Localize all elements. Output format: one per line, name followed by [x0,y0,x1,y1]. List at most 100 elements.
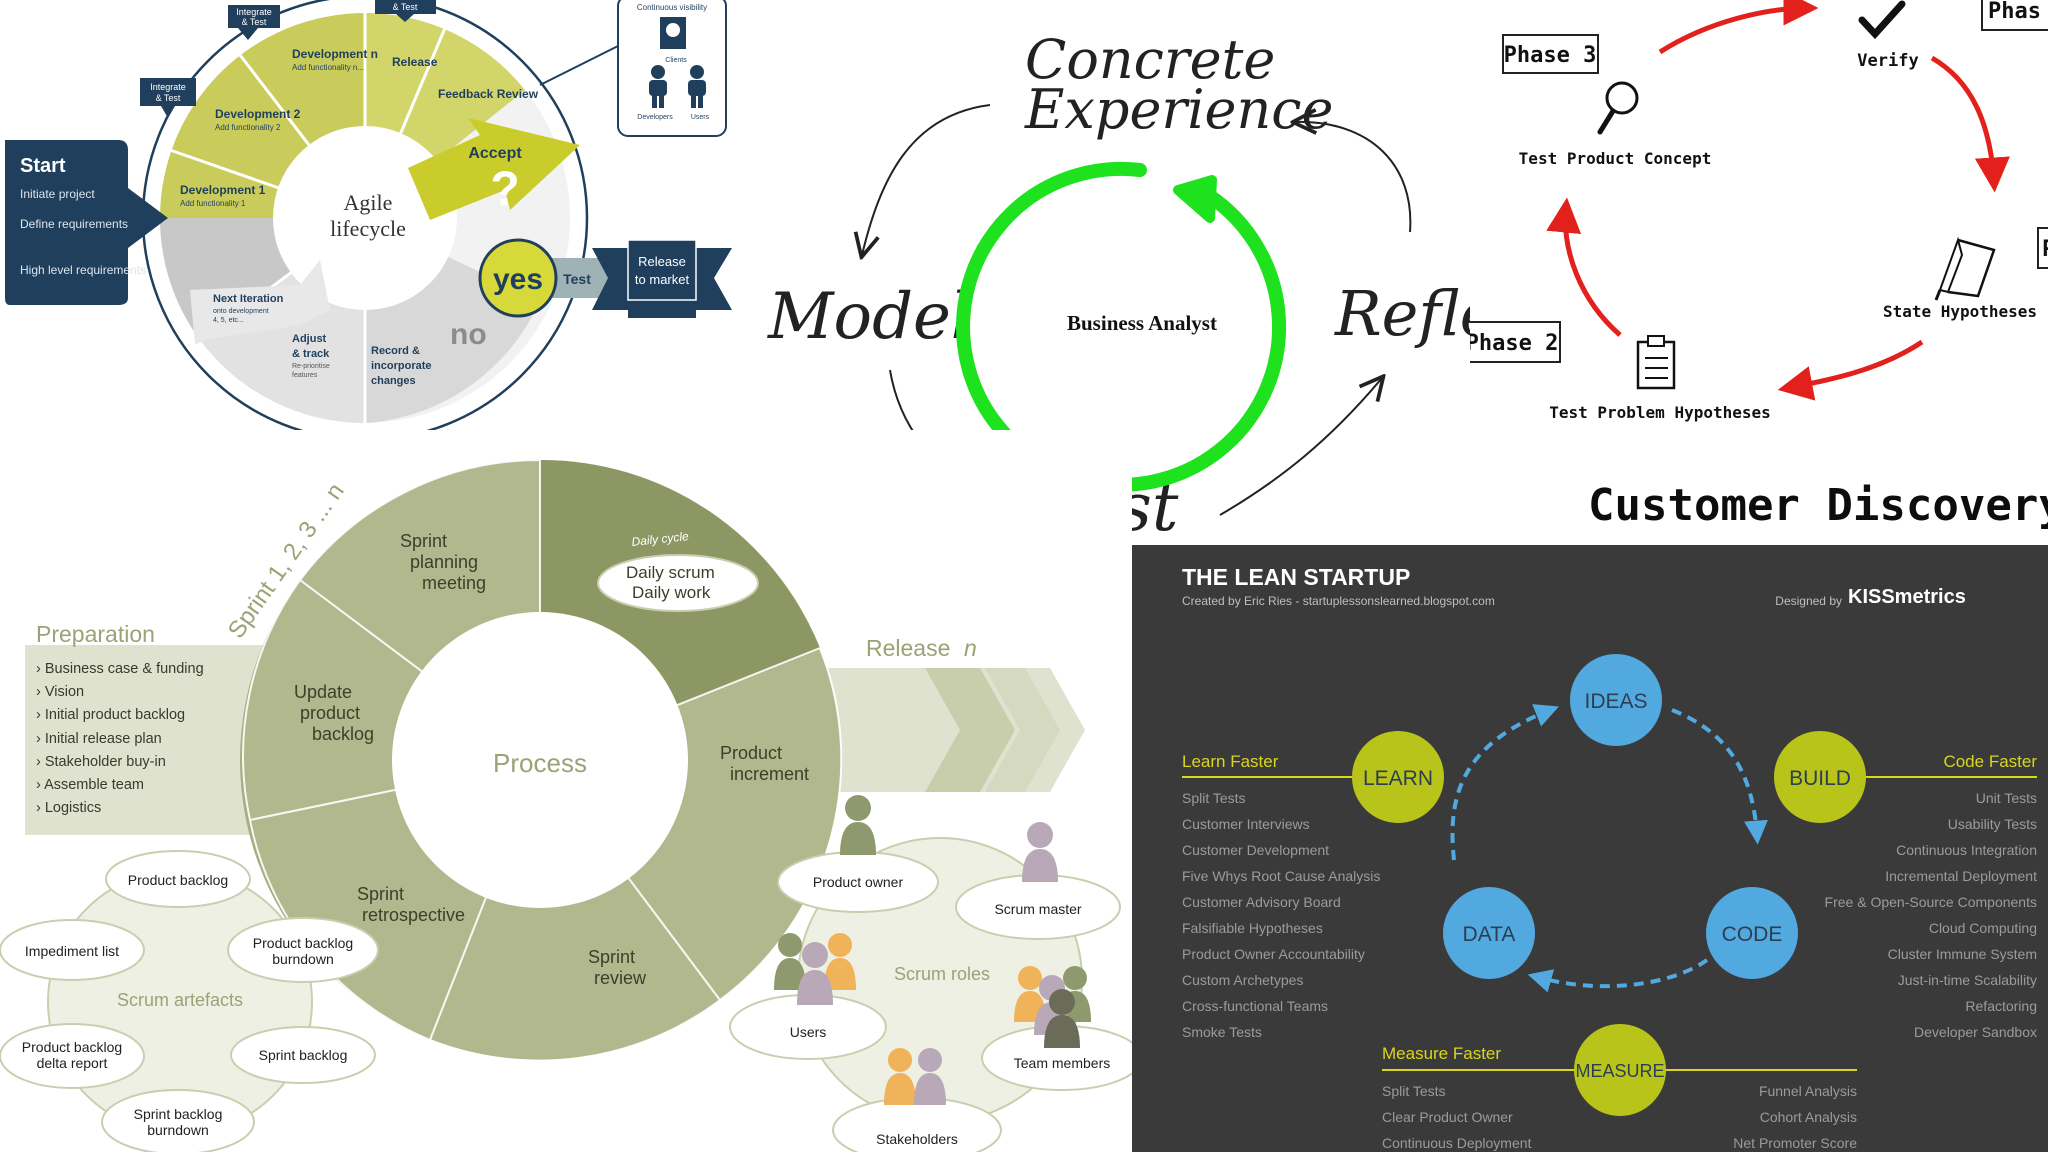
agile-title-line2: lifecycle [330,216,406,241]
dev-2-label: Development 2 [215,107,301,121]
customer-discovery-diagram: Phase 3 Phase 2 Phas P Verify Test Produ… [1470,0,2048,531]
integrate-badge-3 [375,0,436,22]
release-market-line1: Release [638,254,686,269]
artefact-pb-burndown-1: Product backlog [253,935,353,951]
measure-item: Funnel Analysis [1758,1083,1857,1099]
phase-edge-label: P [2042,237,2048,262]
step-increment-1: Product [720,743,782,763]
step-planning-1: Sprint [400,531,447,551]
daily-bubble [597,554,759,612]
learn-item: Product Owner Accountability [1182,946,1365,962]
code-item: Developer Sandbox [1914,1024,2037,1040]
process-label: Process [493,748,587,778]
measure-label: MEASURE [1575,1061,1664,1081]
feedback-label: Feedback Review [438,87,539,101]
process-center [392,612,688,908]
team-members-icon [1014,966,1091,1048]
dev-n-label: Development n [292,47,378,61]
check-icon [1858,0,1906,40]
kissmetrics-brand: KISSmetrics [1848,586,1966,608]
designed-by-label: Designed by [1775,594,1842,608]
code-faster-list: Unit Tests Usability Tests Continuous In… [1777,785,2037,1045]
arrow-code-data [1527,958,1709,993]
prep-item: Initial product backlog [36,704,204,727]
role-product-owner: Product owner [813,874,904,890]
code-item: Usability Tests [1947,816,2037,832]
next-iteration-sub2: 4, 5, etc... [213,317,244,324]
measure-item: Continuous Deployment [1382,1135,1532,1151]
integrate-2-line1: Integrate [150,82,186,92]
arrow-concept-verify [1658,0,1819,55]
step-update-2: product [300,703,360,723]
arrow-problem-concept [1546,197,1622,337]
magnifier-icon [1597,81,1639,135]
integrate-1-line2: & Test [242,17,267,27]
learn-item: Five Whys Root Cause Analysis [1182,868,1381,884]
prep-item: Vision [36,681,204,704]
prep-item: Logistics [36,797,204,820]
step-retro-1: Sprint [357,884,404,904]
integrate-2-line2: & Test [156,93,181,103]
yes-label: yes [493,263,543,296]
dev-2-sub: Add functionality 2 [215,123,281,132]
yes-circle [478,238,558,318]
record-label3: changes [371,375,416,387]
learn-faster-title: Learn Faster [1182,752,1279,771]
accept-arrow [408,118,580,220]
code-item: Incremental Deployment [1885,868,2037,884]
preparation-title: Preparation [36,621,155,647]
release-segment-label: Release [392,55,438,69]
agile-lifecycle-panel: Agile lifecycle Accept ? Development n A… [0,0,740,430]
code-item: Unit Tests [1975,790,2037,806]
learn-item: Customer Interviews [1182,816,1310,832]
code-item: Free & Open-Source Components [1824,894,2037,910]
arrow-data-ideas [1450,704,1559,861]
artefact-bubble-6 [101,1089,255,1152]
learn-item: Custom Archetypes [1182,972,1304,988]
dev-n-sub: Add functionality n... [292,63,364,72]
artefact-sb-burndown-1: Sprint backlog [134,1106,223,1122]
release-box [627,239,697,301]
measure-right-list: Funnel Analysis Cohort Analysis Net Prom… [1677,1078,1857,1152]
integrate-3-line2: & Test [393,2,418,12]
artefacts-title: Scrum artefacts [117,990,243,1010]
prep-item: Business case & funding [36,658,204,681]
dev-1-label: Development 1 [180,183,266,197]
step-review-2: review [594,968,647,988]
phase3-box [1502,34,1599,74]
phase-edge-box [2037,227,2048,269]
role-scrum-master: Scrum master [994,901,1081,917]
arrow-experience-model [862,104,991,255]
artefact-sprint-backlog: Sprint backlog [259,1047,348,1063]
integrate-badge-1 [228,5,280,40]
release-chevron-1 [925,668,1015,792]
experience-label: Experience [1024,78,1333,141]
users-icon [774,933,856,1005]
adjust-label: Adjust [292,333,327,345]
start-item-3: High level requirements [20,263,146,277]
visibility-label: Continuous visibility [637,3,707,12]
role-stakeholders: Stakeholders [876,1131,958,1147]
measure-faster-title: Measure Faster [1382,1044,1501,1063]
data-label: DATA [1463,923,1516,946]
accept-label: Accept [468,145,522,162]
roles-title: Scrum roles [894,964,990,984]
analyst-ring-arrowhead [1173,175,1217,223]
learn-node [1352,731,1444,823]
step-planning-2: planning [410,552,478,572]
start-box [5,140,168,305]
release-market-line2: to market [635,272,690,287]
code-label: CODE [1722,923,1783,946]
release-chevron-2 [985,668,1060,792]
developers-label: Developers [637,114,673,121]
learn-label: LEARN [1363,767,1433,790]
scrum-master-icon [1022,822,1058,882]
prep-item: Initial release plan [36,728,204,751]
business-analyst-label: Business Analyst [1067,311,1217,335]
customer-discovery-title: Customer Discovery [1588,480,2048,531]
data-node [1443,887,1535,979]
learn-item: Cross-functional Teams [1182,998,1329,1014]
stakeholders-icon [884,1048,946,1105]
phase2-label: Phase 2 [1470,331,1558,356]
dev-1-sub: Add functionality 1 [180,199,246,208]
